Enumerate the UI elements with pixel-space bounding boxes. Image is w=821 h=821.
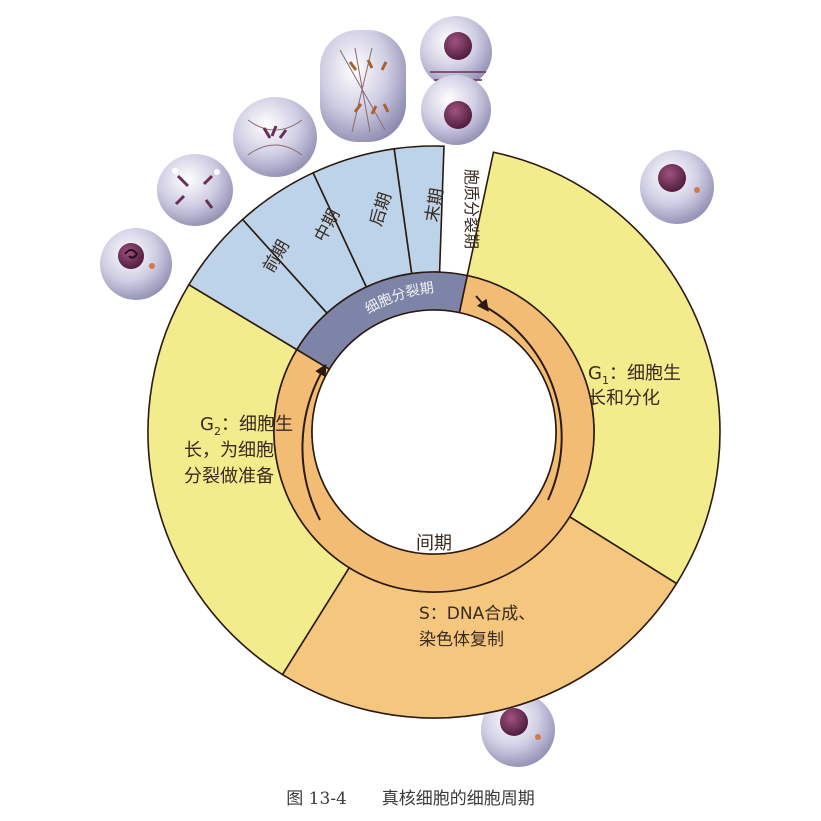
cell-prophase-icon: [157, 154, 233, 226]
mitosis-arrow-head: [475, 295, 489, 312]
cell-illustrations: [100, 16, 714, 767]
cell-g1-icon: [640, 150, 714, 224]
figure-number: 图 13-4: [286, 789, 347, 809]
cell-g2-icon: [100, 228, 172, 300]
figure-title: 真核细胞的细胞周期: [381, 789, 535, 809]
label-g2: G2：细胞生: [200, 414, 293, 438]
interphase-arrow-left: [301, 363, 327, 521]
label-cytokinesis: 胞质分裂期: [462, 169, 481, 249]
figure-caption: 图 13-4 真核细胞的细胞周期: [0, 784, 821, 809]
cell-metaphase-icon: [233, 97, 317, 177]
label-g1-line2: 长和分化: [588, 388, 660, 409]
ring-center: [311, 309, 557, 555]
label-s-line1: S：DNA合成、: [419, 604, 535, 624]
label-g2-line3: 分裂做准备: [184, 466, 274, 487]
cell-telophase-bottom-icon: [421, 75, 491, 145]
interphase-arrow-right: [483, 305, 563, 501]
label-g2-line2: 长，为细胞: [184, 440, 274, 461]
label-s-line2: 染色体复制: [419, 630, 504, 650]
label-interphase: 间期: [416, 533, 452, 554]
cell-s-icon: [481, 693, 555, 767]
cell-anaphase-icon: [320, 30, 406, 142]
cell-cycle-ring: [147, 145, 721, 719]
label-g1: G1：细胞生: [588, 363, 681, 387]
